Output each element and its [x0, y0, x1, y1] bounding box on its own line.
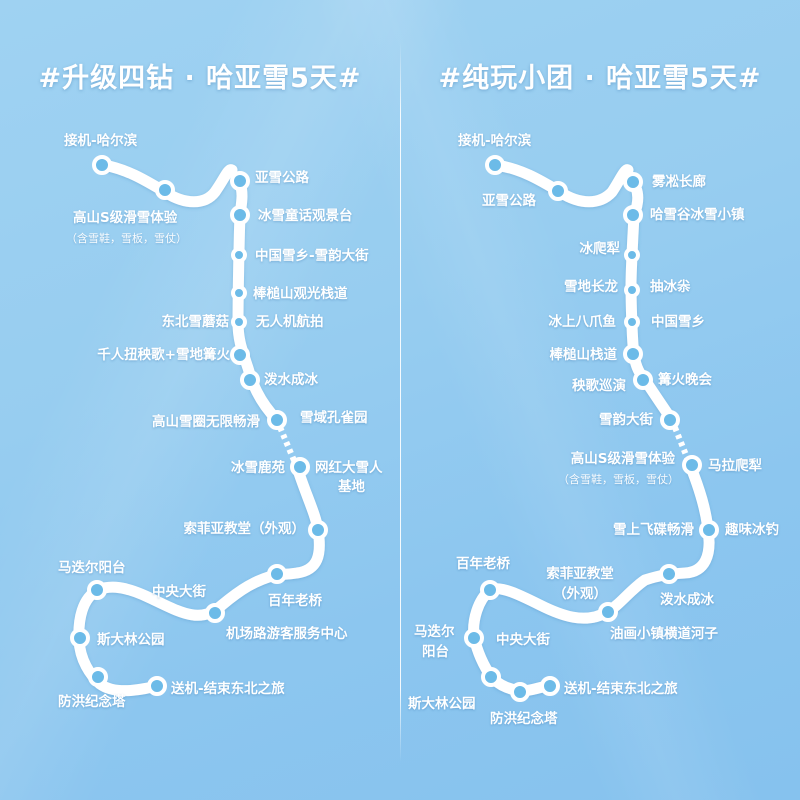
station-marker[interactable]	[267, 564, 287, 584]
station-marker[interactable]	[230, 345, 250, 365]
stop-label: 棒槌山观光栈道	[253, 286, 348, 302]
stop-label: 斯大林公园	[408, 696, 476, 712]
station-marker[interactable]	[623, 205, 643, 225]
stop-label: 阳台	[422, 644, 449, 660]
stop-label: 雾凇长廊	[652, 174, 706, 190]
stop-label: 送机-结束东北之旅	[171, 681, 285, 697]
station-marker[interactable]	[155, 180, 175, 200]
stop-label: 冰雪鹿苑	[231, 460, 285, 476]
stop-label: 油画小镇横道河子	[610, 626, 718, 642]
stop-label: 基地	[338, 479, 365, 495]
stop-label: 冰上八爪鱼	[548, 314, 617, 330]
stop-label: 冰爬犁	[579, 241, 621, 257]
stop-label: 抽冰尜	[650, 279, 691, 295]
stop-label: 无人机航拍	[256, 314, 324, 330]
station-marker[interactable]	[231, 314, 247, 330]
station-marker[interactable]	[290, 457, 310, 477]
stop-label: 高山雪圈无限畅滑	[152, 414, 260, 430]
station-marker[interactable]	[240, 370, 260, 390]
station-marker[interactable]	[308, 520, 328, 540]
station-marker[interactable]	[88, 667, 108, 687]
right-panel-title: #纯玩小团 · 哈亚雪5天#	[438, 63, 762, 94]
stop-label: 索菲亚教堂	[546, 566, 614, 582]
station-marker[interactable]	[147, 676, 167, 696]
stop-label: 中央大街	[496, 632, 550, 648]
station-marker[interactable]	[231, 247, 247, 263]
stop-label: 接机-哈尔滨	[64, 133, 138, 149]
right-stations	[464, 155, 719, 702]
station-marker[interactable]	[92, 155, 112, 175]
stop-label: 泼水成冰	[660, 592, 714, 608]
stop-label: 送机-结束东北之旅	[564, 681, 678, 697]
stop-label: 亚雪公路	[255, 170, 309, 186]
stop-label: 冰雪童话观景台	[258, 208, 353, 224]
station-marker[interactable]	[660, 410, 680, 430]
stop-label: 马迭尔	[414, 624, 455, 640]
station-marker[interactable]	[481, 667, 501, 687]
stop-label: 高山S级滑雪体验	[570, 451, 675, 467]
station-marker[interactable]	[659, 564, 679, 584]
stop-label: 雪地长龙	[564, 279, 618, 295]
station-marker[interactable]	[230, 171, 250, 191]
stop-label: 机场路游客服务中心	[226, 626, 348, 642]
station-marker[interactable]	[624, 314, 640, 330]
stop-note: （含雪鞋，雪板，雪仗）	[558, 473, 679, 486]
stop-label: 雪上飞碟畅滑	[613, 522, 694, 538]
stop-label: 秧歌巡演	[572, 378, 626, 394]
stop-label: 雪韵大街	[599, 412, 653, 428]
stop-label: 百年老桥	[456, 556, 510, 572]
station-marker[interactable]	[699, 520, 719, 540]
station-marker[interactable]	[230, 205, 250, 225]
stop-label: 斯大林公园	[97, 632, 165, 648]
station-marker[interactable]	[480, 580, 500, 600]
station-marker[interactable]	[624, 282, 640, 298]
stop-label: 篝火晚会	[658, 372, 712, 388]
station-marker[interactable]	[70, 628, 90, 648]
stop-label: 棒槌山栈道	[549, 347, 618, 363]
station-marker[interactable]	[624, 247, 640, 263]
station-marker[interactable]	[464, 628, 484, 648]
stop-label: 马拉爬犁	[708, 458, 762, 474]
stop-label: 亚雪公路	[482, 193, 536, 209]
station-marker[interactable]	[598, 602, 618, 622]
left-stations	[70, 155, 328, 696]
panel-divider	[400, 42, 401, 762]
stop-note: （含雪鞋，雪板，雪仗）	[66, 232, 187, 245]
stop-label: 哈雪谷冰雪小镇	[650, 207, 745, 223]
stop-label: 东北雪蘑菇	[161, 314, 230, 330]
stop-label: 索菲亚教堂（外观）	[183, 521, 306, 537]
stop-label: 雪域孔雀园	[300, 410, 368, 426]
stop-label: 趣味冰钓	[725, 522, 779, 538]
stop-label: 百年老桥	[268, 593, 322, 609]
station-marker[interactable]	[510, 682, 530, 702]
stop-label: 中央大街	[152, 584, 206, 600]
stop-label: 防洪纪念塔	[58, 694, 126, 710]
station-marker[interactable]	[633, 370, 653, 390]
stop-label: 高山S级滑雪体验	[73, 210, 178, 226]
stop-label: 中国雪乡-雪韵大街	[255, 248, 369, 264]
stop-label: 马迭尔阳台	[58, 560, 126, 576]
station-marker[interactable]	[231, 285, 247, 301]
station-marker[interactable]	[540, 676, 560, 696]
stop-label: 防洪纪念塔	[490, 711, 558, 727]
station-marker[interactable]	[623, 172, 643, 192]
left-panel-title: #升级四钻 · 哈亚雪5天#	[38, 63, 362, 94]
stop-label: 中国雪乡	[651, 314, 705, 330]
station-marker[interactable]	[485, 155, 505, 175]
stop-label: （外观）	[553, 586, 607, 602]
station-marker[interactable]	[623, 344, 643, 364]
station-marker[interactable]	[548, 181, 568, 201]
station-marker[interactable]	[87, 580, 107, 600]
stop-label: 接机-哈尔滨	[458, 133, 532, 149]
stop-label: 网红大雪人	[315, 460, 383, 476]
station-marker[interactable]	[205, 603, 225, 623]
station-marker[interactable]	[267, 410, 287, 430]
station-marker[interactable]	[682, 455, 702, 475]
stop-label: 千人扭秧歌+雪地篝火	[97, 347, 230, 363]
stop-label: 泼水成冰	[264, 372, 318, 388]
